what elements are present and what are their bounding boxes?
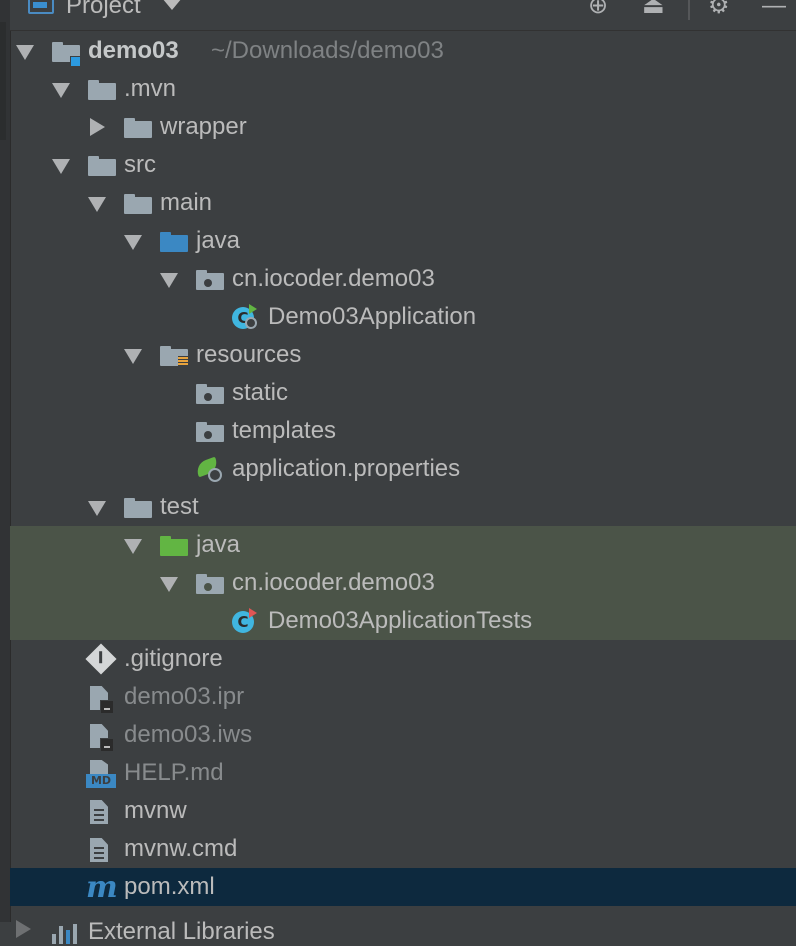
tree-node-label: External Libraries — [88, 918, 275, 945]
tree-node-static[interactable]: static — [10, 374, 796, 412]
ide-file-icon — [88, 686, 114, 714]
test-class-icon: C — [232, 608, 258, 634]
tree-node-main-java[interactable]: java — [10, 222, 796, 260]
resources-folder-icon — [160, 346, 188, 368]
tree-node-label: mvnw — [124, 797, 187, 824]
expanded-arrow-icon[interactable] — [88, 197, 106, 212]
project-panel-header: Project ⊕ ⏏ ⚙ — — [10, 0, 796, 31]
tree-node-label: cn.iocoder.demo03 — [232, 569, 435, 596]
tree-node-label: mvnw.cmd — [124, 835, 238, 862]
expanded-arrow-icon[interactable] — [88, 501, 106, 516]
tree-node-test[interactable]: test — [10, 488, 796, 526]
locate-icon[interactable]: ⊕ — [588, 0, 609, 19]
module-folder-icon — [52, 42, 81, 67]
folder-icon — [88, 156, 116, 176]
collapse-all-icon[interactable]: ⏏ — [642, 0, 665, 19]
tree-node-iws[interactable]: demo03.iws — [10, 716, 796, 754]
tree-node-mvnw-cmd[interactable]: mvnw.cmd — [10, 830, 796, 868]
expanded-arrow-icon[interactable] — [124, 349, 142, 364]
expanded-arrow-icon[interactable] — [52, 83, 70, 98]
tool-strip-marker — [0, 22, 6, 140]
tree-node-gitignore[interactable]: .gitignore — [10, 640, 796, 678]
tree-node-templates[interactable]: templates — [10, 412, 796, 450]
expanded-arrow-icon[interactable] — [124, 539, 142, 554]
tree-node-label: src — [124, 151, 156, 178]
maven-icon: m — [86, 870, 118, 905]
hide-icon[interactable]: — — [762, 0, 786, 19]
folder-icon — [124, 498, 152, 518]
tree-node-test-java[interactable]: java — [10, 526, 796, 564]
chevron-down-icon[interactable] — [162, 0, 182, 10]
tree-node-src[interactable]: src — [10, 146, 796, 184]
package-icon — [196, 270, 224, 290]
tree-node-external-libraries[interactable]: External Libraries — [10, 906, 796, 945]
tree-node-label: Demo03Application — [268, 303, 477, 330]
tree-node-label: .mvn — [124, 75, 177, 102]
tree-node-pom[interactable]: m pom.xml — [10, 868, 796, 906]
markdown-icon: MD — [86, 760, 116, 788]
tree-node-label: wrapper — [160, 113, 247, 140]
project-tree: demo03 ~/Downloads/demo03 .mvn wrapper s… — [10, 32, 796, 945]
tree-node-ipr[interactable]: demo03.ipr — [10, 678, 796, 716]
folder-icon — [124, 194, 152, 214]
folder-icon — [124, 118, 152, 138]
tree-node-help-md[interactable]: MD HELP.md — [10, 754, 796, 792]
tree-node-application-properties[interactable]: application.properties — [10, 450, 796, 488]
expanded-arrow-icon[interactable] — [160, 273, 178, 288]
tree-node-main[interactable]: main — [10, 184, 796, 222]
toolbar-divider — [688, 0, 690, 20]
package-icon — [196, 384, 224, 404]
tree-node-label: cn.iocoder.demo03 — [232, 265, 435, 292]
left-tool-strip — [0, 0, 11, 922]
tree-node-label: demo03.ipr — [124, 683, 245, 710]
tree-node-main-class[interactable]: C Demo03Application — [10, 298, 796, 336]
tree-node-resources[interactable]: resources — [10, 336, 796, 374]
expanded-arrow-icon[interactable] — [52, 159, 70, 174]
ide-file-icon — [88, 724, 114, 752]
tree-node-wrapper[interactable]: wrapper — [10, 108, 796, 146]
collapsed-arrow-icon[interactable] — [90, 118, 105, 136]
tree-node-label: HELP.md — [124, 759, 224, 786]
tree-node-mvnw[interactable]: mvnw — [10, 792, 796, 830]
tree-node-label: resources — [196, 341, 302, 368]
tree-node-label: test — [160, 493, 199, 520]
tree-node-label: static — [232, 379, 289, 406]
libraries-icon — [52, 920, 80, 944]
spring-boot-class-icon: C — [232, 304, 258, 330]
tree-node-label: java — [196, 531, 241, 558]
tree-node-mvn[interactable]: .mvn — [10, 70, 796, 108]
tree-node-label: .gitignore — [124, 645, 223, 672]
expanded-arrow-icon[interactable] — [160, 577, 178, 592]
project-folder-icon — [28, 0, 54, 14]
source-folder-icon — [160, 232, 188, 252]
tree-node-test-package[interactable]: cn.iocoder.demo03 — [10, 564, 796, 602]
test-folder-icon — [160, 536, 188, 556]
expanded-arrow-icon[interactable] — [124, 235, 142, 250]
tree-node-demo03[interactable]: demo03 ~/Downloads/demo03 — [10, 32, 796, 70]
tree-node-test-class[interactable]: C Demo03ApplicationTests — [10, 602, 796, 640]
tree-node-main-package[interactable]: cn.iocoder.demo03 — [10, 260, 796, 298]
folder-icon — [88, 80, 116, 100]
tree-node-label: main — [160, 189, 213, 216]
collapsed-arrow-icon[interactable] — [16, 920, 31, 938]
git-icon — [85, 643, 117, 675]
expanded-arrow-icon[interactable] — [16, 45, 34, 60]
tree-node-label: application.properties — [232, 455, 461, 482]
tree-node-label: templates — [232, 417, 337, 444]
tree-node-label: pom.xml — [124, 873, 215, 900]
tree-node-path: ~/Downloads/demo03 — [211, 37, 444, 64]
tree-node-label: java — [196, 227, 241, 254]
package-icon — [196, 574, 224, 594]
text-file-icon — [88, 800, 112, 826]
package-icon — [196, 422, 224, 442]
gear-icon[interactable]: ⚙ — [708, 0, 730, 19]
tree-node-label: demo03 — [88, 37, 179, 64]
panel-title[interactable]: Project — [66, 0, 141, 19]
tree-node-label: Demo03ApplicationTests — [268, 607, 533, 634]
tree-node-label: demo03.iws — [124, 721, 253, 748]
spring-properties-icon — [194, 456, 224, 482]
text-file-icon — [88, 838, 112, 864]
